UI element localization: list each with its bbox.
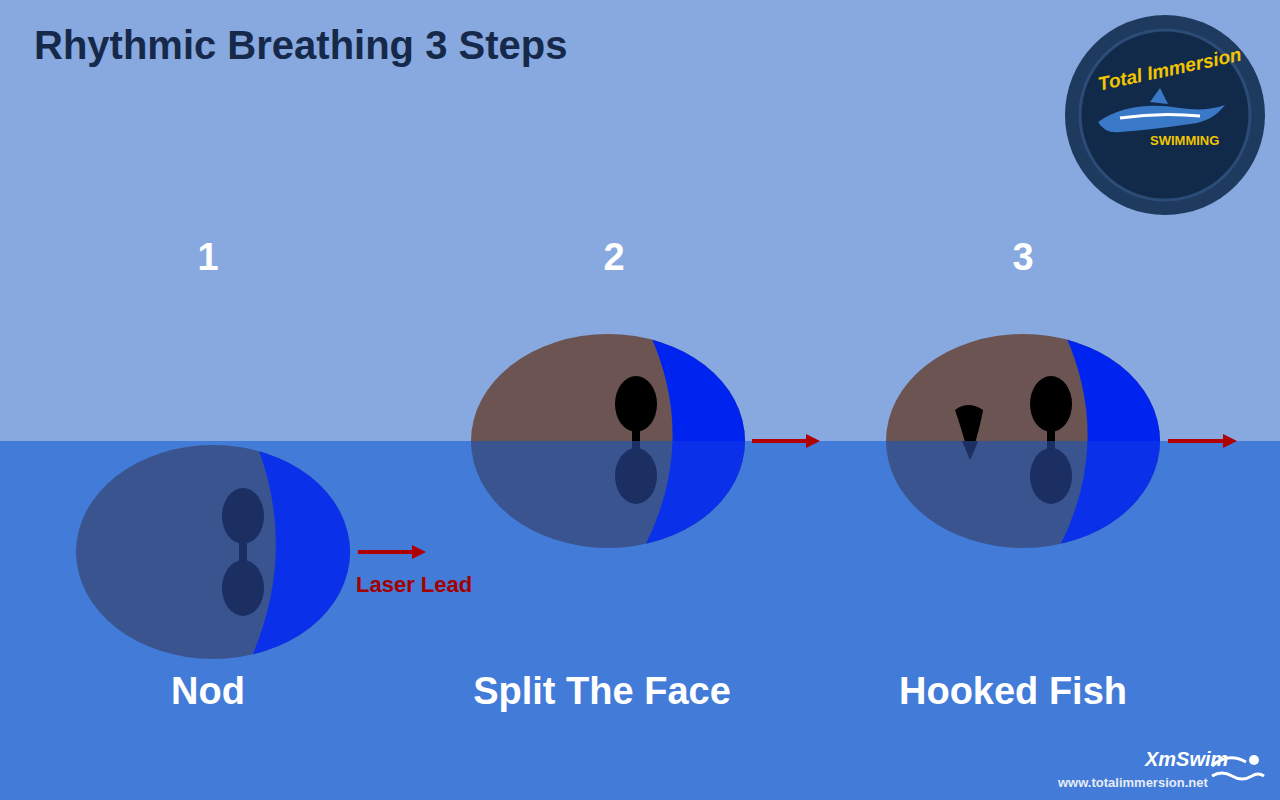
head-nod <box>76 440 360 665</box>
logo-subtext: SWIMMING <box>1150 134 1219 149</box>
step-caption: Hooked Fish <box>899 670 1127 714</box>
head-hooked-fish <box>886 330 1165 552</box>
diagram-title: Rhythmic Breathing 3 Steps <box>34 22 567 68</box>
step-number: 2 <box>603 236 624 280</box>
head-split-face <box>471 330 750 552</box>
brand-mark: XmSwim <box>1145 748 1228 771</box>
step-number: 1 <box>197 236 218 280</box>
watermark-url: www.totalimmersion.net <box>1058 776 1208 791</box>
direction-arrows <box>358 434 1237 559</box>
step-caption: Split The Face <box>473 670 731 714</box>
logo-badge <box>1065 15 1265 215</box>
step-caption: Nod <box>171 670 245 714</box>
step-number: 3 <box>1012 236 1033 280</box>
arrow-label: Laser Lead <box>356 572 472 597</box>
